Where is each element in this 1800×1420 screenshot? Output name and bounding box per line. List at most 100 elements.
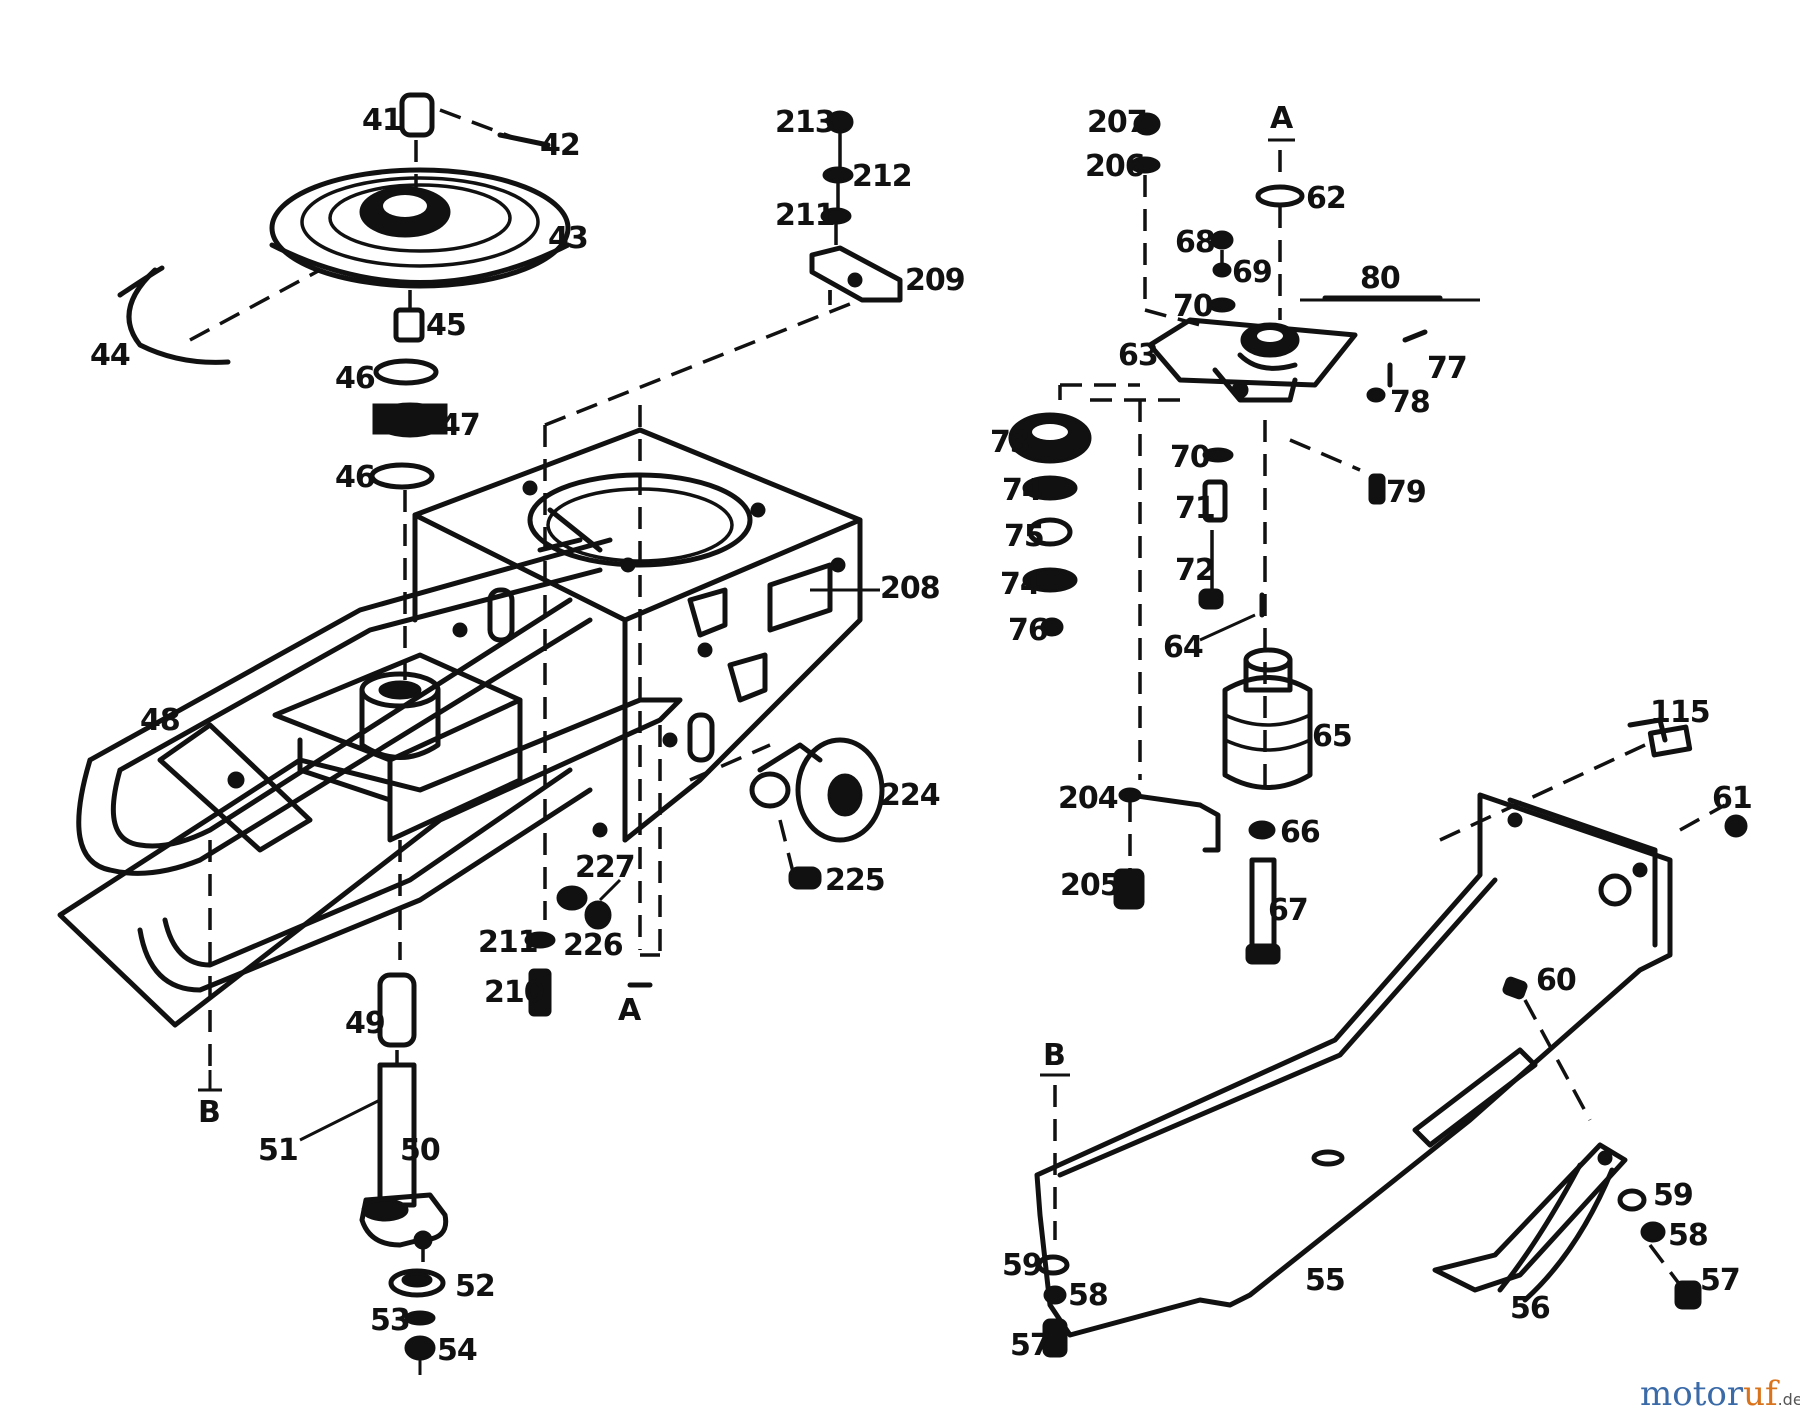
label-70b: 70: [1170, 440, 1210, 475]
part-59-washer: [1617, 1188, 1647, 1212]
label-52: 52: [455, 1269, 495, 1304]
label-66: 66: [1280, 815, 1320, 850]
part-74-washer: [1022, 567, 1078, 593]
label-59-right: 59: [1653, 1178, 1693, 1213]
slot: [487, 587, 515, 643]
label-43: 43: [548, 221, 588, 256]
part-212-washer: [822, 166, 854, 184]
part-43-pulley: [269, 167, 571, 289]
label-64: 64: [1163, 630, 1203, 665]
belt-guard: [198, 717, 1748, 1358]
label-71: 71: [1175, 491, 1215, 526]
part-76-nut: [1040, 617, 1064, 637]
label-74a: 74: [1002, 473, 1042, 508]
frame-plate: [57, 697, 683, 1028]
label-46a: 46: [335, 361, 375, 396]
label-67: 67: [1268, 893, 1308, 928]
bracket: [687, 587, 728, 638]
label-47: 47: [440, 408, 480, 443]
part-52-pulley: [388, 1268, 446, 1298]
label-212: 212: [852, 159, 912, 194]
part-224-idler-pulley: [795, 737, 885, 843]
part-69-washer: [1212, 262, 1232, 278]
label-62: 62: [1306, 181, 1346, 216]
label-227: 227: [575, 850, 635, 885]
watermark: motoruf.de: [1640, 1374, 1800, 1414]
label-44: 44: [90, 338, 130, 373]
label-59-left: 59: [1002, 1248, 1042, 1283]
label-53: 53: [370, 1303, 410, 1338]
label-226: 226: [563, 928, 623, 963]
part-66-washer: [1248, 820, 1276, 840]
slot: [687, 712, 715, 763]
part-54-nut: [404, 1335, 436, 1361]
label-51: 51: [258, 1133, 298, 1168]
part-75-spacer: [1027, 517, 1073, 547]
part-65-drive-pulley: [1243, 647, 1293, 673]
label-213: 213: [775, 105, 835, 140]
label-115: 115: [1650, 695, 1710, 730]
bracket: [727, 652, 768, 703]
part-70-washer: [1208, 297, 1236, 313]
watermark-suffix: .de: [1778, 1390, 1800, 1409]
tensioner-assembly: A: [1008, 101, 1480, 965]
part-227-nut: [556, 885, 588, 911]
label-78: 78: [1390, 385, 1430, 420]
label-207: 207: [1087, 105, 1147, 140]
label-41: 41: [362, 103, 402, 138]
label-206: 206: [1085, 149, 1145, 184]
part-206-washer: [1129, 156, 1161, 174]
marker-b-right: B: [1043, 1038, 1065, 1073]
watermark-part2: uf: [1743, 1374, 1780, 1414]
part-68-nut: [1210, 230, 1234, 250]
part-55-guard-plate: [1034, 792, 1673, 1338]
label-208: 208: [880, 571, 940, 606]
label-70a: 70: [1173, 289, 1213, 324]
part-208-label-plate: [767, 562, 833, 633]
label-63: 63: [1118, 338, 1158, 373]
part-207-nut: [1133, 112, 1161, 136]
part-74-washer: [1022, 475, 1078, 501]
part-44-belt-guide: [126, 267, 231, 365]
marker-a-top: A: [1270, 101, 1294, 136]
label-61: 61: [1712, 781, 1752, 816]
label-76: 76: [1008, 613, 1048, 648]
part-45-spacer: [393, 307, 425, 343]
part-46-washer: [369, 462, 435, 490]
part-77-spring-hook: [1402, 329, 1428, 343]
label-57-right: 57: [1700, 1263, 1740, 1298]
label-49: 49: [345, 1006, 385, 1041]
part-58-washer: [1640, 1221, 1666, 1243]
label-74b: 74: [1000, 567, 1040, 602]
label-72: 72: [1175, 553, 1215, 588]
label-58-left: 58: [1068, 1278, 1108, 1313]
label-224: 224: [880, 778, 940, 813]
part-57-bolt: [1674, 1280, 1702, 1310]
label-54: 54: [437, 1333, 477, 1368]
part-79-bolt: [1368, 473, 1386, 505]
gearbox-frame: [57, 290, 885, 1090]
label-42: 42: [540, 128, 580, 163]
part-42-key: [497, 132, 551, 148]
label-75: 75: [1004, 519, 1044, 554]
label-56: 56: [1510, 1291, 1550, 1326]
part-49-spacer: [377, 972, 417, 1048]
part-53-washer: [404, 1310, 436, 1326]
part-61-bolt: [1724, 814, 1748, 838]
part-46-washer: [373, 358, 439, 386]
label-55: 55: [1305, 1263, 1345, 1298]
part-59-washer: [1036, 1254, 1070, 1276]
label-58-right: 58: [1668, 1218, 1708, 1253]
label-69: 69: [1232, 255, 1272, 290]
label-210: 210: [484, 975, 544, 1010]
frame-tube: [76, 617, 593, 876]
watermark-part1: motor: [1640, 1374, 1744, 1414]
part-71-spacer: [1202, 479, 1228, 523]
bracket-stack: [809, 110, 903, 305]
watermark-logo: motoruf.de: [1640, 1374, 1800, 1414]
leader-51: [299, 1098, 381, 1142]
part-number-labels: 41 42 43 44 45 46 47 46 48 49 50 51 52 5…: [90, 103, 1753, 1368]
guard-slot: [1412, 1047, 1538, 1148]
part-63-tension-plate: [1147, 317, 1358, 388]
